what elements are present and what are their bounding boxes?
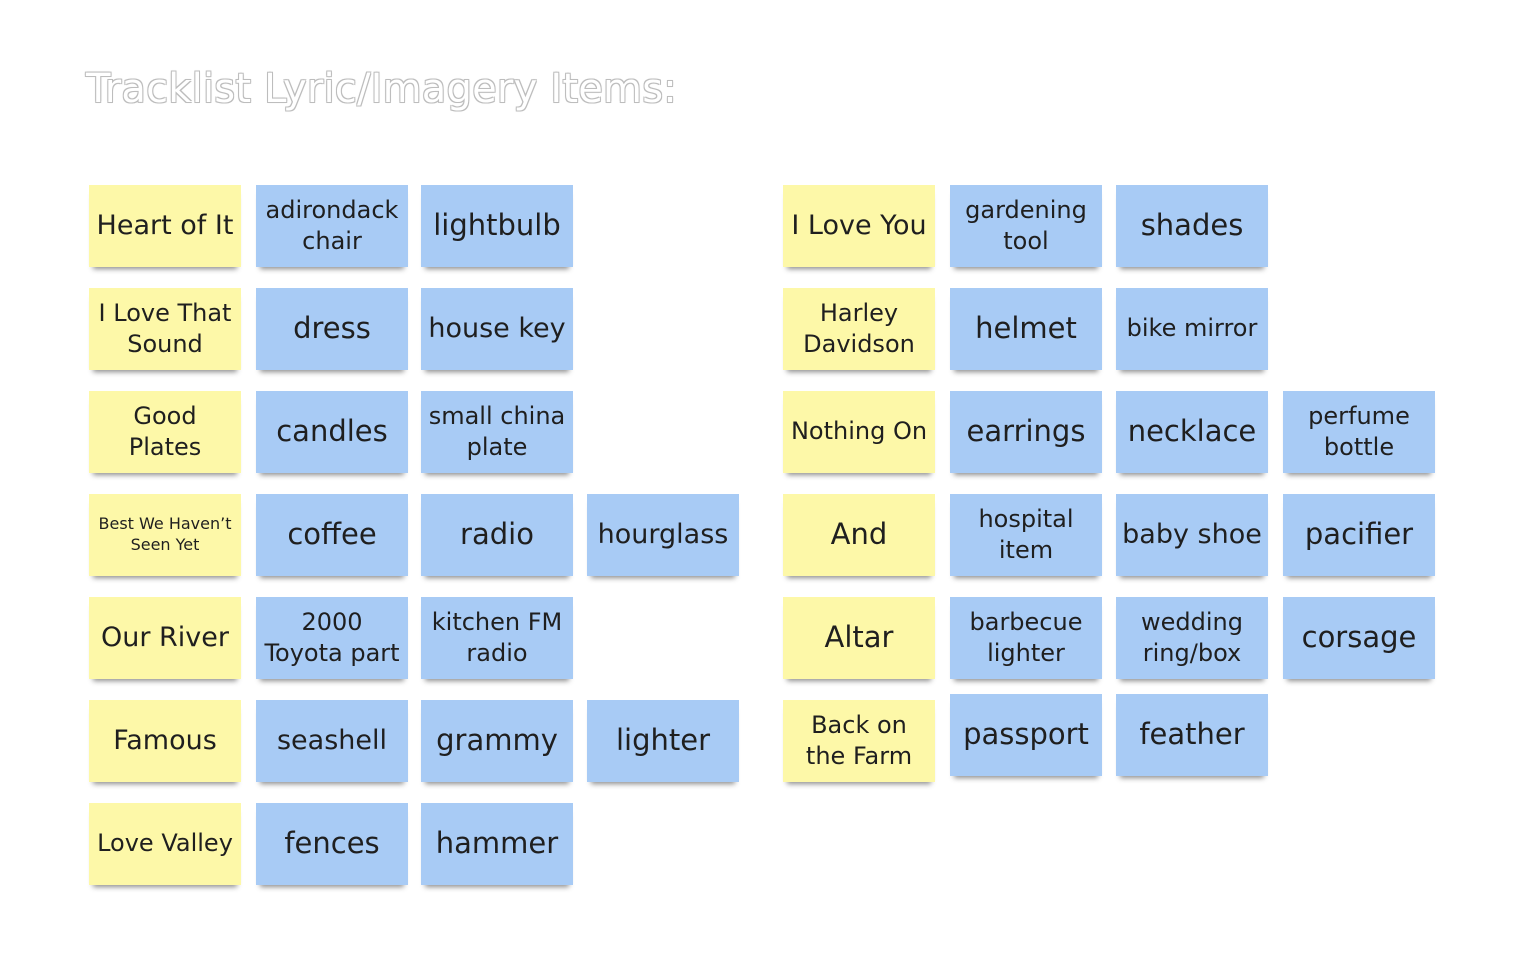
- song-note-label: I Love That Sound: [98, 298, 232, 358]
- item-note[interactable]: coffee: [256, 494, 408, 576]
- song-note[interactable]: Famous: [89, 700, 241, 782]
- item-note-label: dress: [293, 311, 371, 346]
- item-note-label: barbecue lighter: [969, 607, 1083, 667]
- item-note-label: shades: [1140, 208, 1244, 243]
- item-note-label: adirondack chair: [265, 195, 399, 255]
- item-note-label: kitchen FM radio: [431, 607, 563, 667]
- item-note-label: corsage: [1301, 620, 1417, 655]
- item-note-label: helmet: [975, 311, 1077, 346]
- board-title: Tracklist Lyric/Imagery Items:: [86, 66, 677, 112]
- item-note-label: radio: [460, 517, 534, 552]
- item-note-label: pacifier: [1304, 517, 1414, 552]
- item-note-label: grammy: [436, 723, 558, 758]
- item-note-label: necklace: [1127, 414, 1257, 449]
- item-note-label: small china plate: [428, 401, 566, 461]
- item-note-label: candles: [276, 414, 388, 449]
- item-note[interactable]: baby shoe: [1116, 494, 1268, 576]
- item-note-label: hourglass: [597, 519, 729, 551]
- item-note-label: bike mirror: [1126, 314, 1258, 343]
- song-note[interactable]: Altar: [783, 597, 935, 679]
- song-note-label: Altar: [824, 620, 894, 655]
- song-note-label: I Love You: [791, 210, 927, 242]
- item-note[interactable]: perfume bottle: [1283, 391, 1435, 473]
- item-note-label: coffee: [287, 517, 377, 552]
- song-note[interactable]: Nothing On: [783, 391, 935, 473]
- item-note-label: seashell: [276, 725, 388, 757]
- item-note[interactable]: radio: [421, 494, 573, 576]
- item-note[interactable]: pacifier: [1283, 494, 1435, 576]
- item-note[interactable]: house key: [421, 288, 573, 370]
- item-note[interactable]: barbecue lighter: [950, 597, 1102, 679]
- item-note-label: passport: [963, 717, 1089, 752]
- item-note[interactable]: shades: [1116, 185, 1268, 267]
- item-note[interactable]: helmet: [950, 288, 1102, 370]
- item-note[interactable]: feather: [1116, 694, 1268, 776]
- song-note[interactable]: Back on the Farm: [783, 700, 935, 782]
- item-note-label: hammer: [435, 826, 559, 861]
- item-note-label: wedding ring/box: [1141, 607, 1243, 667]
- item-note[interactable]: earrings: [950, 391, 1102, 473]
- item-note[interactable]: grammy: [421, 700, 573, 782]
- song-note-label: Nothing On: [790, 417, 928, 446]
- item-note-label: lightbulb: [433, 208, 561, 243]
- item-note[interactable]: kitchen FM radio: [421, 597, 573, 679]
- song-note-label: Love Valley: [97, 829, 233, 858]
- item-note[interactable]: dress: [256, 288, 408, 370]
- item-note-label: house key: [428, 313, 566, 345]
- item-note[interactable]: lightbulb: [421, 185, 573, 267]
- item-note-label: fences: [284, 826, 380, 861]
- item-note-label: earrings: [966, 414, 1086, 449]
- song-note-label: Best We Haven’t Seen Yet: [98, 514, 232, 554]
- song-note[interactable]: I Love That Sound: [89, 288, 241, 370]
- item-note-label: baby shoe: [1122, 519, 1262, 551]
- item-note[interactable]: hourglass: [587, 494, 739, 576]
- song-note[interactable]: Our River: [89, 597, 241, 679]
- song-note[interactable]: I Love You: [783, 185, 935, 267]
- item-note[interactable]: passport: [950, 694, 1102, 776]
- item-note[interactable]: bike mirror: [1116, 288, 1268, 370]
- item-note-label: lighter: [615, 723, 711, 758]
- item-note[interactable]: hospital item: [950, 494, 1102, 576]
- song-note[interactable]: Best We Haven’t Seen Yet: [89, 494, 241, 576]
- item-note[interactable]: wedding ring/box: [1116, 597, 1268, 679]
- song-note-label: Back on the Farm: [805, 710, 913, 770]
- item-note[interactable]: seashell: [256, 700, 408, 782]
- item-note[interactable]: fences: [256, 803, 408, 885]
- item-note-label: 2000 Toyota part: [264, 607, 400, 667]
- item-note-label: hospital item: [978, 504, 1074, 564]
- item-note[interactable]: adirondack chair: [256, 185, 408, 267]
- song-note-label: Our River: [101, 622, 229, 654]
- item-note[interactable]: corsage: [1283, 597, 1435, 679]
- item-note-label: perfume bottle: [1308, 401, 1410, 461]
- song-note-label: Harley Davidson: [803, 298, 915, 358]
- item-note[interactable]: candles: [256, 391, 408, 473]
- song-note-label: Good Plates: [128, 401, 202, 461]
- item-note[interactable]: necklace: [1116, 391, 1268, 473]
- song-note[interactable]: And: [783, 494, 935, 576]
- item-note[interactable]: 2000 Toyota part: [256, 597, 408, 679]
- item-note[interactable]: hammer: [421, 803, 573, 885]
- song-note[interactable]: Heart of It: [89, 185, 241, 267]
- song-note-label: Heart of It: [96, 210, 234, 242]
- song-note-label: And: [830, 517, 888, 552]
- song-note-label: Famous: [113, 725, 217, 757]
- song-note[interactable]: Good Plates: [89, 391, 241, 473]
- song-note[interactable]: Harley Davidson: [783, 288, 935, 370]
- item-note-label: feather: [1139, 717, 1245, 752]
- item-note[interactable]: gardening tool: [950, 185, 1102, 267]
- song-note[interactable]: Love Valley: [89, 803, 241, 885]
- item-note[interactable]: lighter: [587, 700, 739, 782]
- item-note-label: gardening tool: [965, 195, 1087, 255]
- item-note[interactable]: small china plate: [421, 391, 573, 473]
